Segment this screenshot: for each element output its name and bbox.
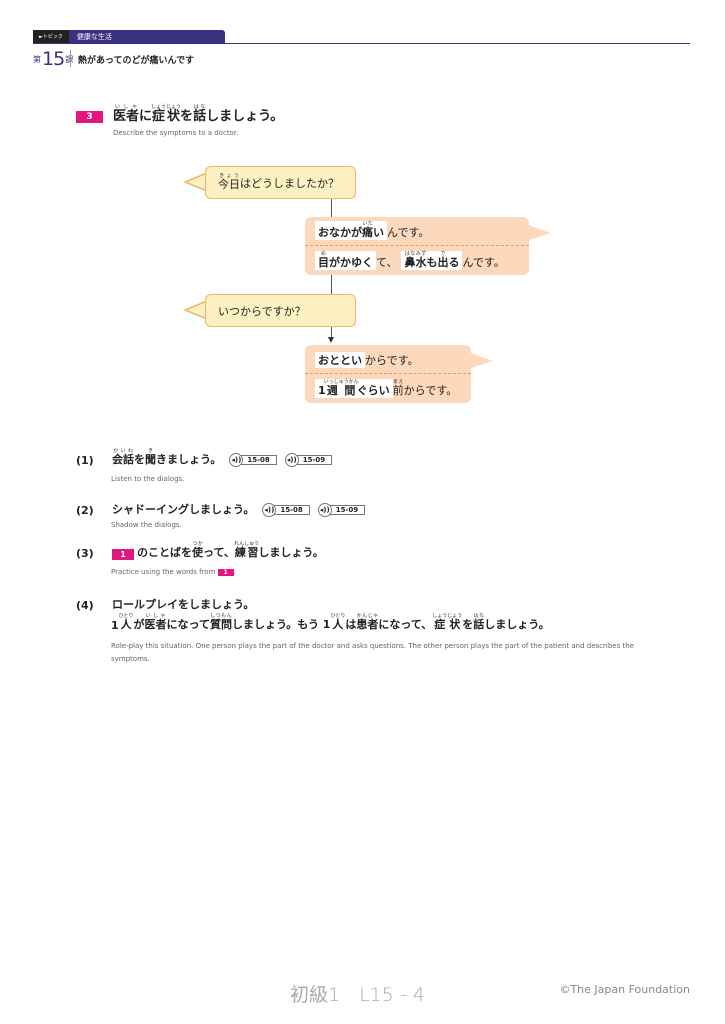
ruby-word: 質問しつもん [209,613,232,631]
ruby-word: 人ひとり [118,613,134,631]
copyright: ©The Japan Foundation [559,983,690,996]
ruby-word: 話はな [193,104,207,124]
answer-line-1: おとといからです。 [305,345,471,374]
audio-button[interactable]: ◂))15-08 [262,503,310,517]
topic-label: ►トピック [33,30,69,43]
topic-name: 健康な生活 [76,32,112,41]
speaker-icon: ◂)) [284,453,299,467]
audio-button[interactable]: ◂))15-08 [229,453,277,467]
lesson-title: 熱があってのどが痛いんです [78,56,195,66]
section-subtitle: Describe the symptoms to a doctor. [113,129,239,137]
task-1-en: Listen to the dialogs. [111,475,185,483]
task-2-en: Shadow the dialogs. [111,521,182,529]
divider [70,50,71,67]
flow-line [331,326,332,338]
task-4: (4)ロールプレイをしましょう。 [76,598,255,612]
lesson-number: 第15課 [33,48,73,70]
header-rule [33,43,690,44]
word-list-badge: 1 [112,549,134,560]
lesson-prefix: 第 [33,54,41,64]
ruby-word: 医者いしゃ [144,613,167,631]
section-badge: 3 [76,111,103,123]
topic-tab: ►トピック健康な生活 [33,30,225,43]
doctor-bubble-2: いつからですか？ [205,294,356,327]
task-4-en: Role-play this situation. One person pla… [111,642,634,663]
arrow-down-icon [328,337,334,343]
ruby-word: 会話かいわ [112,448,134,466]
speaker-icon: ◂)) [229,453,244,467]
audio-button[interactable]: ◂))15-09 [284,453,333,467]
answer-line-2: 1週間いっしゅうかんぐらい前まえからです。 [305,374,471,403]
ruby-word: 医者いしゃ [113,104,140,124]
lesson-num: 15 [42,48,65,70]
patient-bubble-1: おなかが痛いたいんです。 目めがかゆくて、鼻水はなみずも出でるんです。 [305,217,529,275]
ruby-word: 今日きょう [218,173,240,191]
bubble-tail [468,352,493,369]
ruby-word: 話はな [473,613,485,631]
answer-line-2: 目めがかゆくて、鼻水はなみずも出でるんです。 [305,246,529,275]
audio-button[interactable]: ◂))15-09 [317,503,366,517]
section-title: 医者いしゃに症状しょうじょうを話はなしましょう。 [113,104,284,124]
ruby-word: 使つか [192,541,203,559]
bubble-tail [526,224,551,241]
speaker-icon: ◂)) [262,503,277,517]
ruby-word: 人ひとり [330,613,346,631]
task-2: (2)シャドーイングしましょう。 ◂))15-08 ◂))15-09 [76,501,366,517]
bubble-text: はどうしましたか？ [240,176,339,190]
speaker-icon: ◂)) [317,503,332,517]
flow-line [331,275,332,294]
ruby-word: 練習れんしゅう [234,541,260,559]
lesson-suffix: 課 [65,54,73,65]
ruby-word: 聞き [145,448,156,466]
page-number: 初級1 L15 - 4 [290,984,425,1006]
doctor-bubble-1: 今日きょうはどうしましたか？ [205,166,356,199]
ruby-word: 患者かんじゃ [356,613,379,631]
flow-line [331,198,332,218]
task-3-en: Practice using the words from 1. [111,568,236,576]
ruby-word: 症状しょうじょう [432,613,463,631]
patient-bubble-2: おとといからです。 1週間いっしゅうかんぐらい前まえからです。 [305,345,471,403]
ruby-word: 症状しょうじょう [151,104,182,124]
answer-line-1: おなかが痛いたいんです。 [305,217,529,246]
task-1: (1)会話かいわを聞ききましょう。 ◂))15-08 ◂))15-09 [76,448,333,467]
